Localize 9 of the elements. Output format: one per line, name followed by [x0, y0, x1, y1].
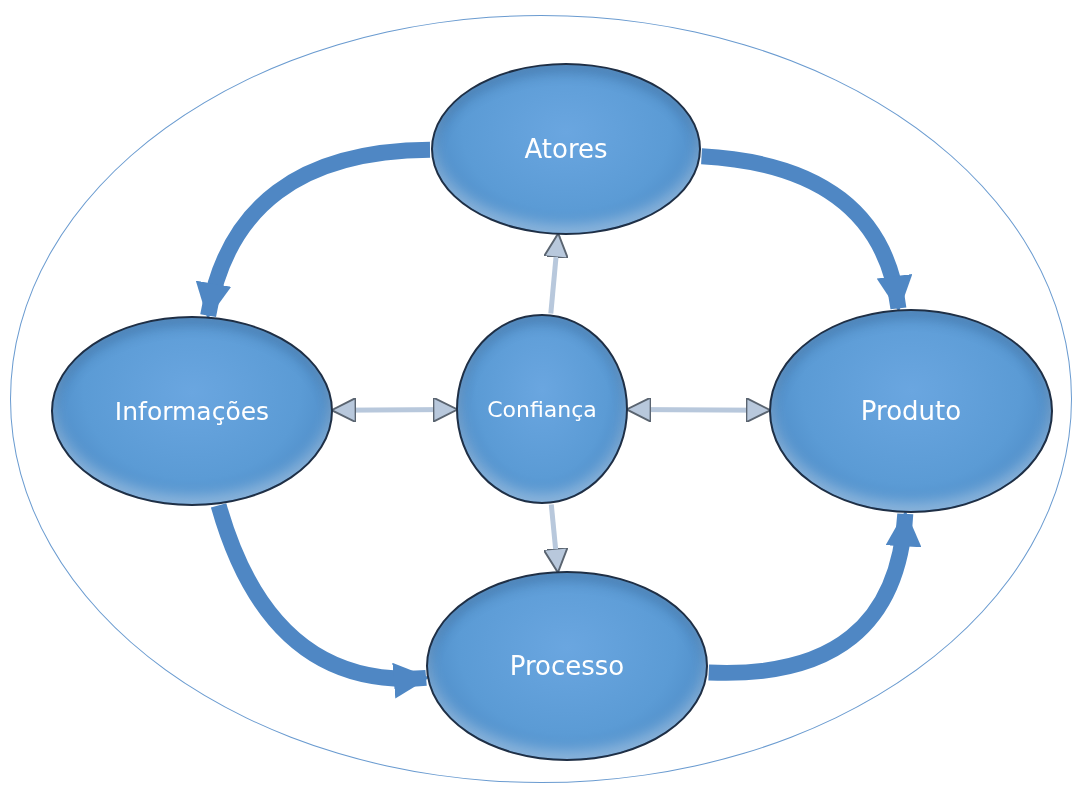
node-label: Produto: [860, 396, 962, 426]
node-label: Informações: [114, 396, 270, 426]
node-label: Atores: [524, 134, 608, 164]
node-label: Processo: [509, 651, 625, 681]
node-label: Confiança: [487, 396, 597, 422]
arrow: [542, 504, 569, 574]
arrow: [700, 148, 911, 312]
arrow: [708, 510, 920, 681]
arrow: [543, 232, 569, 314]
